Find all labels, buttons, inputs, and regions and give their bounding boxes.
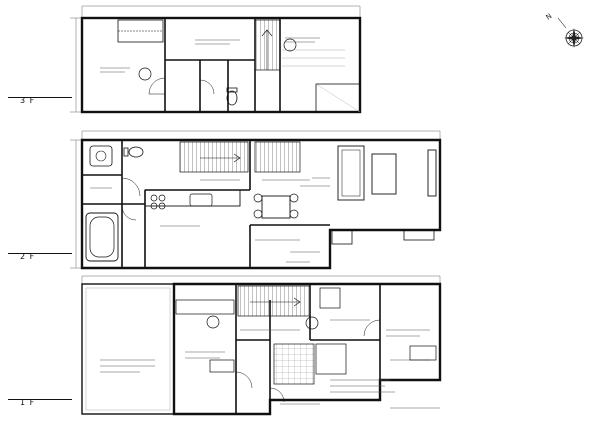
floor-label-3f-text: 3 F [20,96,36,105]
floor-2f [70,130,442,270]
outer-wall-3f [80,16,362,114]
floor-label-1f-underline [8,399,72,400]
living-table [371,153,397,195]
compass-icon [557,17,584,48]
dining-table [261,195,291,219]
floor-1f [81,275,442,416]
entrance-tiles [273,343,315,385]
compass-north-label: N [545,12,554,22]
bathtub [85,212,119,262]
outer-wall-1f [172,282,442,416]
sofa [337,145,365,201]
floor-label-2f-text: 2 F [20,252,36,261]
floor-label-3f-underline [8,97,72,98]
outer-wall-2f [80,138,442,270]
garage [81,283,175,415]
floor-label-1f-text: 1 F [20,398,36,407]
floor-3f [70,5,362,114]
floor-label-2f-underline [8,253,72,254]
